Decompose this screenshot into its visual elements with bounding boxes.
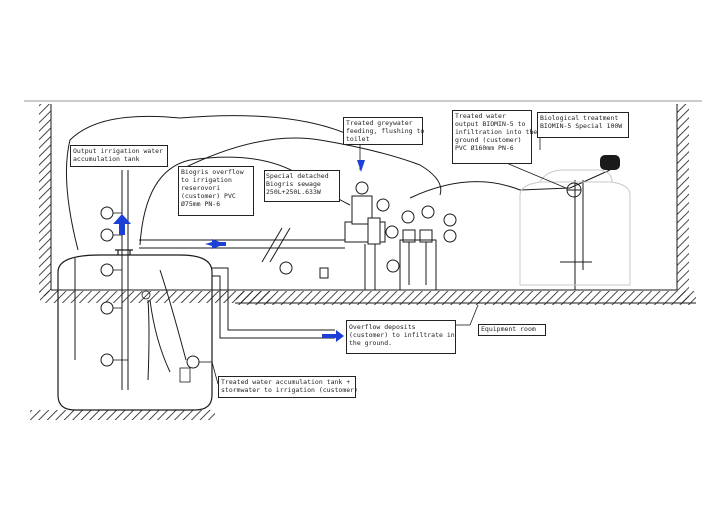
treated-greywater-box [343, 117, 423, 145]
callout-circles [100, 198, 457, 369]
tank-pump [141, 290, 191, 383]
treated-greywater-label: Treated greywater feeding, flushing to t… [346, 119, 425, 143]
sewage-machine [319, 181, 386, 290]
down-arrow [357, 160, 365, 172]
biological-treatment-box [537, 112, 629, 138]
treated-accumulation-label: Treated water accumulation tank + stormw… [221, 378, 358, 394]
biological-treatment-label: Biological treatment BIOMIN-5 Special 10… [540, 114, 623, 130]
equipment-room-box [478, 324, 546, 336]
up-arrow [113, 214, 131, 235]
flow-arrows [113, 160, 365, 342]
equipment-room-label: Equipment room [481, 325, 536, 333]
treated-water-output-box [452, 110, 532, 164]
biogris-overflow-label: Biogris overflow to irrigation reserovor… [181, 168, 244, 208]
equipment-room-outline [50, 104, 696, 304]
ground-hatching [30, 291, 696, 420]
special-detached-box [264, 170, 340, 202]
biomin-tank [519, 169, 631, 286]
overflow-deposits-box [346, 320, 456, 354]
special-detached-label: Special detached Biogris sewage 250L+250… [266, 172, 329, 196]
biomin-motor [600, 155, 620, 170]
overflow-deposits-label: Overflow deposits (customer) to infiltra… [349, 323, 455, 347]
right-arrow [322, 330, 344, 342]
accumulation-tank [57, 249, 213, 411]
output-irrigation-label: Output irrigation water accumulation tan… [73, 147, 164, 163]
biogris-overflow-box [178, 166, 254, 216]
treated-water-output-label: Treated water output BIOMIN-5 to infiltr… [455, 112, 538, 152]
biomin-output [566, 182, 582, 198]
pipework [65, 115, 611, 390]
wall-hatching [39, 104, 689, 304]
output-irrigation-box [70, 145, 168, 167]
filter-units [399, 229, 437, 291]
treated-accumulation-box [218, 376, 356, 398]
leader-lines [113, 137, 567, 385]
